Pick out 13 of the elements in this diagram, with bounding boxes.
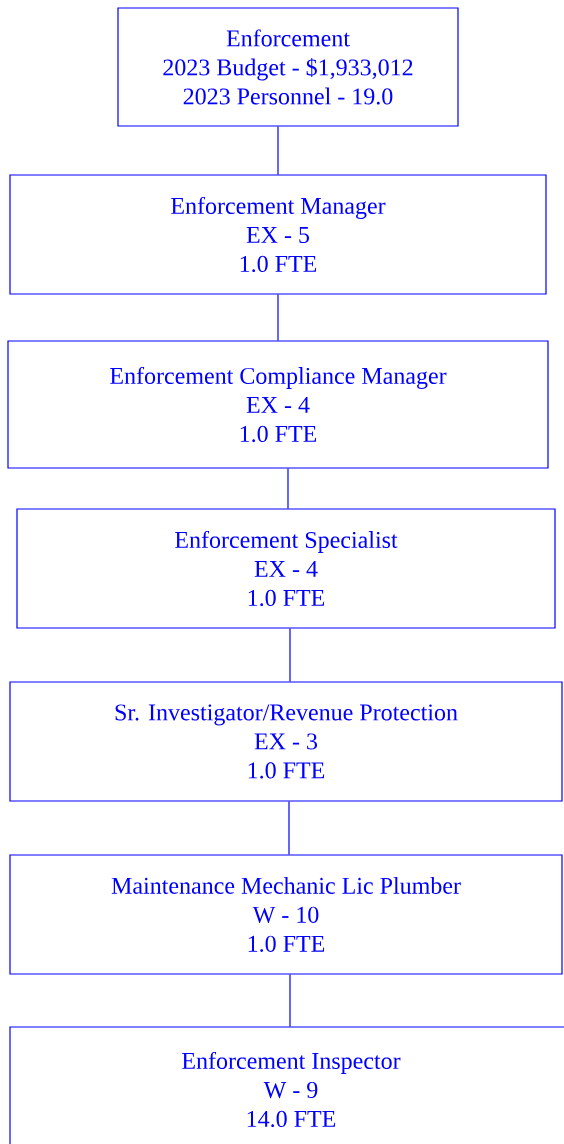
- org-box: Maintenance Mechanic Lic Plumber W - 10 1.0 FTE: [9, 854, 563, 975]
- connector-line: [289, 628, 291, 682]
- connector-line: [287, 468, 289, 509]
- connector-line: [289, 974, 291, 1027]
- org-box: Enforcement 2023 Budget - $1,933,012 2023 Personnel - 19.0: [117, 7, 459, 127]
- org-box: Enforcement Manager EX - 5 1.0 FTE: [9, 174, 547, 295]
- connector-line: [277, 294, 279, 341]
- org-box: Sr. Investigator/Revenue Protection EX - 3 1.0 FTE: [9, 681, 563, 802]
- org-box: Enforcement Inspector W - 9 14.0 FTE: [9, 1026, 564, 1144]
- org-box: Enforcement Compliance Manager EX - 4 1.0 FTE: [7, 340, 549, 469]
- connector-line: [277, 126, 279, 175]
- org-box: Enforcement Specialist EX - 4 1.0 FTE: [16, 508, 556, 629]
- connector-line: [288, 801, 290, 855]
